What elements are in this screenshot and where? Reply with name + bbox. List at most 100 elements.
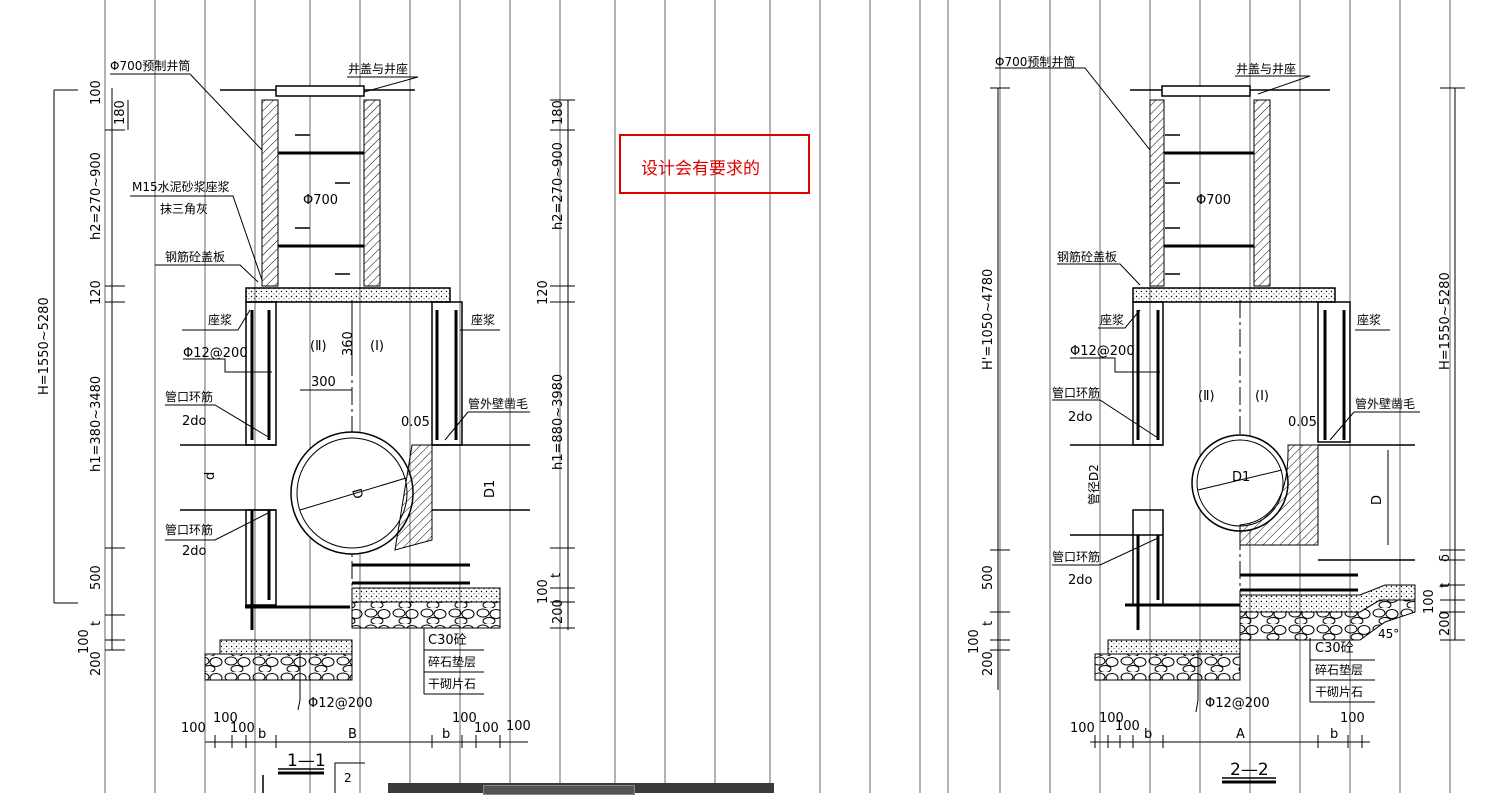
pipe-ring-top-dim-r: 2do: [1068, 410, 1093, 425]
dim-100-right: 100: [536, 579, 551, 604]
rubble-label: 干砌片石: [428, 677, 476, 691]
zone-2-label-r: (Ⅱ): [1198, 389, 1215, 404]
dim-180-left: 180: [113, 100, 128, 125]
dia-700-label-r: Φ700: [1196, 193, 1231, 208]
mortar-label: M15水泥砂浆座浆: [132, 179, 230, 194]
gravel-label: 碎石垫层: [428, 654, 476, 669]
design-note-box: 设计会有要求的: [619, 134, 810, 194]
dim-100-r: 100: [967, 629, 982, 654]
bottom-dim-r2: 100: [1099, 711, 1124, 726]
pipe-ring-bottom-dim-r: 2do: [1068, 573, 1093, 588]
seat-right-label-r: 座浆: [1357, 312, 1381, 327]
rebar-top-label: Φ12@200: [183, 346, 248, 361]
pipe-D1-label-r: D1: [1232, 470, 1250, 485]
seat-left-label: 座浆: [208, 312, 232, 327]
pipe-D-label-r: D: [1370, 495, 1385, 505]
dim-delta-r: δ: [1438, 554, 1453, 562]
dim-h1-left: h1=380~3480: [89, 376, 104, 472]
dim-120-right: 120: [536, 280, 551, 305]
dim-100-left: 100: [77, 629, 92, 654]
bottom-dim-rb2: b: [1330, 727, 1338, 742]
dim-180-right: 180: [551, 100, 566, 125]
rebar-top-label-r: Φ12@200: [1070, 344, 1135, 359]
dim-100-r2: 100: [1422, 589, 1437, 614]
section-ref: 2: [344, 771, 352, 785]
shaft-label: Φ700预制井筒: [110, 58, 190, 73]
bottom-dim-2: 100: [213, 711, 238, 726]
cover-label-r: 井盖与井座: [1236, 61, 1296, 76]
pipe-ring-bottom-dim: 2do: [182, 544, 207, 559]
pipe-ring-top-dim: 2do: [182, 414, 207, 429]
bottom-dim-B: B: [348, 727, 357, 742]
zone-2-label: (Ⅱ): [310, 339, 327, 354]
shaft-label-r: Φ700预制井筒: [995, 54, 1075, 69]
design-note-text: 设计会有要求的: [641, 159, 760, 179]
rubble-label-r: 干砌片石: [1315, 685, 1363, 699]
section-2-2: [990, 67, 1465, 784]
command-toolbar[interactable]: [388, 783, 774, 795]
dim-t-right: t: [549, 573, 564, 578]
bottom-dim-rb1: b: [1144, 727, 1152, 742]
seat-left-label-r: 座浆: [1100, 312, 1124, 327]
pipe-d-label: d: [203, 472, 218, 480]
bottom-dim-4: 100: [452, 711, 477, 726]
dim-200-r2: 200: [1438, 611, 1453, 636]
gravel-label-r: 碎石垫层: [1315, 662, 1363, 677]
pipe-D2-label-r: 管径D2: [1086, 464, 1101, 505]
command-input[interactable]: [483, 785, 635, 795]
pipe-ring-bottom-label: 管口环筋: [165, 522, 213, 537]
slope-label-r: 0.05: [1288, 415, 1317, 430]
dim-360: 360: [341, 331, 356, 356]
zone-1-label: (Ⅰ): [370, 339, 384, 354]
section-2-2-labels: Φ700预制井筒 井盖与井座 钢筋砼盖板 座浆 座浆 Φ12@200 管口环筋 …: [967, 54, 1453, 780]
pipe-D1-label: D1: [483, 480, 498, 498]
pipe-ring-top-label-r: 管口环筋: [1052, 385, 1100, 400]
outer-wall-label: 管外壁凿毛: [468, 396, 528, 411]
section-title-1-1: 1—1: [287, 751, 326, 771]
angle-label-r: 45°: [1378, 627, 1399, 641]
dim-H-prime: H'=1050~4780: [981, 269, 996, 370]
rebar-bottom-label: Φ12@200: [308, 696, 373, 711]
dim-H-r: H=1550~5280: [1438, 272, 1453, 370]
triangle-label: 抹三角灰: [160, 202, 208, 216]
section-title-2-2: 2—2: [1230, 760, 1269, 780]
section-1-1: [53, 73, 575, 793]
pipe-D-label: D: [348, 487, 365, 501]
dim-t-left: t: [89, 621, 104, 626]
bottom-dim-b2: b: [442, 727, 450, 742]
dim-h1-right: h1=880~3980: [551, 374, 566, 470]
bottom-dim-6: 100: [506, 719, 531, 734]
dim-200-left: 200: [89, 651, 104, 676]
dim-500-r: 500: [981, 565, 996, 590]
pipe-ring-bottom-label-r: 管口环筋: [1052, 549, 1100, 564]
cover-label: 井盖与井座: [348, 61, 408, 76]
bottom-dim-5: 100: [474, 721, 499, 736]
dim-200-right: 200: [551, 599, 566, 624]
bottom-dim-b1: b: [258, 727, 266, 742]
dim-H-left: H=1550~5280: [37, 297, 52, 395]
bottom-dim-r1: 100: [1070, 721, 1095, 736]
concrete-label: C30砼: [428, 633, 467, 648]
dim-t-r: t: [981, 621, 996, 626]
dia-700-label: Φ700: [303, 193, 338, 208]
bottom-dim-r4: 100: [1340, 711, 1365, 726]
pipe-ring-top-label: 管口环筋: [165, 389, 213, 404]
bottom-dim-3: 100: [230, 721, 255, 736]
dim-120-left: 120: [89, 280, 104, 305]
section-1-1-labels: Φ700预制井筒 井盖与井座 M15水泥砂浆座浆 抹三角灰 钢筋砼盖板 座浆 座…: [37, 58, 566, 785]
bottom-dim-r3: 100: [1115, 719, 1140, 734]
bottom-dim-A: A: [1236, 727, 1245, 742]
outer-wall-label-r: 管外壁凿毛: [1355, 396, 1415, 411]
dim-h2-right: h2=270~900: [551, 142, 566, 230]
seat-right-label: 座浆: [471, 312, 495, 327]
dim-300: 300: [311, 375, 336, 390]
dim-200-r: 200: [981, 651, 996, 676]
dim-500-left: 500: [89, 565, 104, 590]
slab-label: 钢筋砼盖板: [165, 249, 225, 264]
concrete-label-r: C30砼: [1315, 641, 1354, 656]
dim-h2-left: h2=270~900: [89, 152, 104, 240]
dim-t-r2: t: [1438, 583, 1453, 588]
bottom-dim-1: 100: [181, 721, 206, 736]
slab-label-r: 钢筋砼盖板: [1057, 249, 1117, 264]
